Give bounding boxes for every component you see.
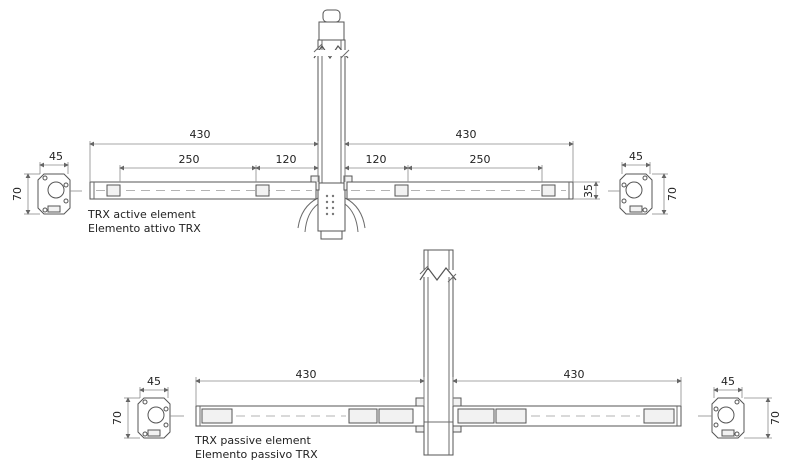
active-bar-height: 35	[582, 184, 595, 198]
active-right-span-outer: 250	[470, 153, 491, 166]
passive-dimensions	[195, 377, 682, 406]
active-left-bracket-width: 45	[49, 150, 63, 163]
passive-right-bar	[452, 405, 682, 427]
passive-left-bar	[195, 405, 425, 427]
passive-right-bracket-width: 45	[721, 375, 735, 388]
active-left-span-inner: 120	[276, 153, 297, 166]
passive-left-bar-length: 430	[296, 368, 317, 381]
active-left-bar	[89, 181, 317, 200]
passive-right-bracket: 45 70	[698, 375, 782, 439]
passive-caption-it: Elemento passivo TRX	[195, 448, 318, 461]
passive-left-bracket-height: 70	[111, 411, 124, 425]
passive-element: 430 430 45 70	[111, 249, 782, 461]
active-right-bar	[346, 181, 574, 200]
active-left-bracket-height: 70	[11, 187, 24, 201]
active-left-bar-length: 430	[190, 128, 211, 141]
active-dimension-labels: 430 430 250 120 120 250 35	[179, 128, 596, 198]
active-right-bracket: 45 70	[608, 150, 679, 215]
active-right-bracket-width: 45	[629, 150, 643, 163]
active-caption-en: TRX active element	[87, 208, 196, 221]
active-left-bracket: 45 70	[11, 150, 82, 215]
passive-right-bar-length: 430	[564, 368, 585, 381]
passive-left-bracket: 45 70	[111, 375, 184, 439]
active-element: 430 430 250 120 120 250 35 45 70	[11, 9, 679, 240]
passive-left-bracket-width: 45	[147, 375, 161, 388]
active-left-span-outer: 250	[179, 153, 200, 166]
passive-caption-en: TRX passive element	[194, 434, 311, 447]
active-vertical-rod	[297, 9, 366, 240]
active-right-bracket-height: 70	[666, 187, 679, 201]
active-dimensions	[89, 141, 600, 200]
active-right-bar-length: 430	[456, 128, 477, 141]
active-caption-it: Elemento attivo TRX	[88, 222, 201, 235]
active-right-span-inner: 120	[366, 153, 387, 166]
passive-right-bracket-height: 70	[769, 411, 782, 425]
